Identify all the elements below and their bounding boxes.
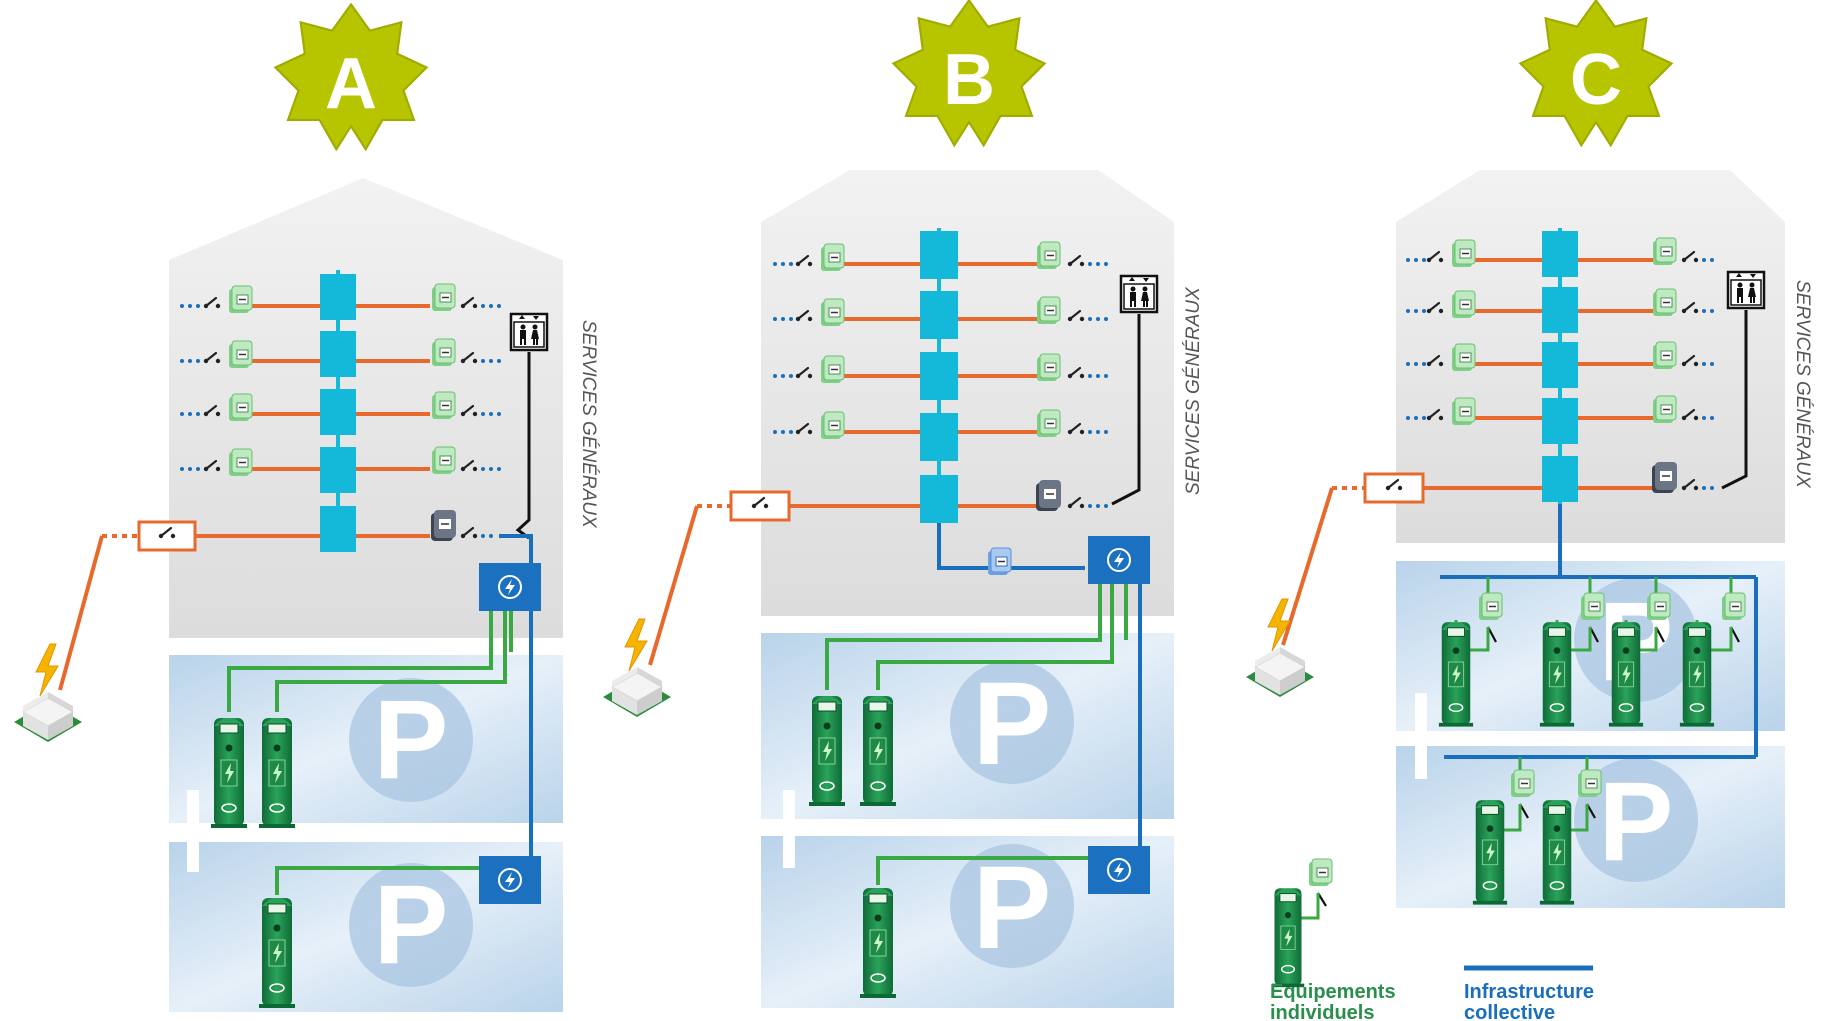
elevator-icon	[1119, 274, 1159, 314]
legend-collective-line2: collective	[1464, 1002, 1555, 1021]
hub-box-a2	[478, 855, 542, 905]
elevator-icon	[1726, 270, 1766, 310]
charging-station-icon	[859, 887, 897, 999]
scenario-a: A P P	[13, 3, 599, 1012]
scenario-letter-c: C	[1570, 40, 1622, 120]
meter-column-b	[920, 228, 958, 523]
charging-station-icon	[258, 897, 296, 1009]
meter-column-a	[320, 270, 356, 552]
meter-icon	[987, 547, 1012, 576]
charging-station-icon	[1438, 621, 1474, 728]
scenario-c: C P P	[1245, 0, 1813, 908]
legend-individual-line1: Equipements	[1270, 981, 1396, 1003]
services-label-b: SERVICES GÉNÉRAUX	[1183, 286, 1204, 495]
charging-station-icon	[1271, 887, 1305, 988]
elevator-icon	[509, 312, 549, 352]
legend: Equipements individuels Infrastructure c…	[1270, 858, 1594, 1021]
scenario-letter-a: A	[325, 44, 377, 124]
legend-collective-line1: Infrastructure	[1464, 981, 1594, 1003]
parking-symbol-c2: P	[1599, 759, 1674, 884]
grid-connection-icon-c	[1245, 598, 1315, 698]
charging-station-icon	[258, 717, 296, 829]
hub-box-b1	[1087, 535, 1151, 585]
services-label-c: SERVICES GÉNÉRAUX	[1792, 280, 1813, 489]
parking-symbol-b2: P	[973, 842, 1052, 974]
charging-station-icon	[1472, 799, 1508, 906]
legend-collective: Infrastructure collective	[1464, 965, 1594, 1021]
charging-station-icon	[1679, 621, 1715, 728]
parking-symbol-a2: P	[374, 862, 449, 987]
charging-station-icon	[1539, 799, 1575, 906]
meter-column-c	[1542, 228, 1578, 504]
grid-connection-icon-a	[13, 643, 83, 743]
charging-station-icon	[859, 695, 897, 807]
main-breaker-a	[137, 520, 197, 552]
legend-individual: Equipements individuels	[1270, 858, 1396, 1021]
charging-station-icon	[1608, 621, 1644, 728]
services-label-a: SERVICES GÉNÉRAUX	[578, 320, 599, 529]
scenario-b: B P P	[602, 0, 1204, 1008]
legend-individual-line2: individuels	[1270, 1002, 1374, 1021]
building-c	[1396, 170, 1785, 543]
charging-station-icon	[1539, 621, 1575, 728]
parking-symbol-b1: P	[973, 658, 1052, 790]
parking-symbol-a1: P	[374, 677, 449, 802]
building-a	[169, 178, 563, 638]
main-breaker-c	[1363, 472, 1425, 504]
charging-station-icon	[210, 717, 248, 829]
main-breaker-b	[729, 490, 791, 522]
scenario-letter-b: B	[943, 40, 995, 120]
hub-box-b2	[1087, 845, 1151, 895]
hub-box-a1	[478, 562, 542, 612]
charging-station-icon	[808, 695, 846, 807]
